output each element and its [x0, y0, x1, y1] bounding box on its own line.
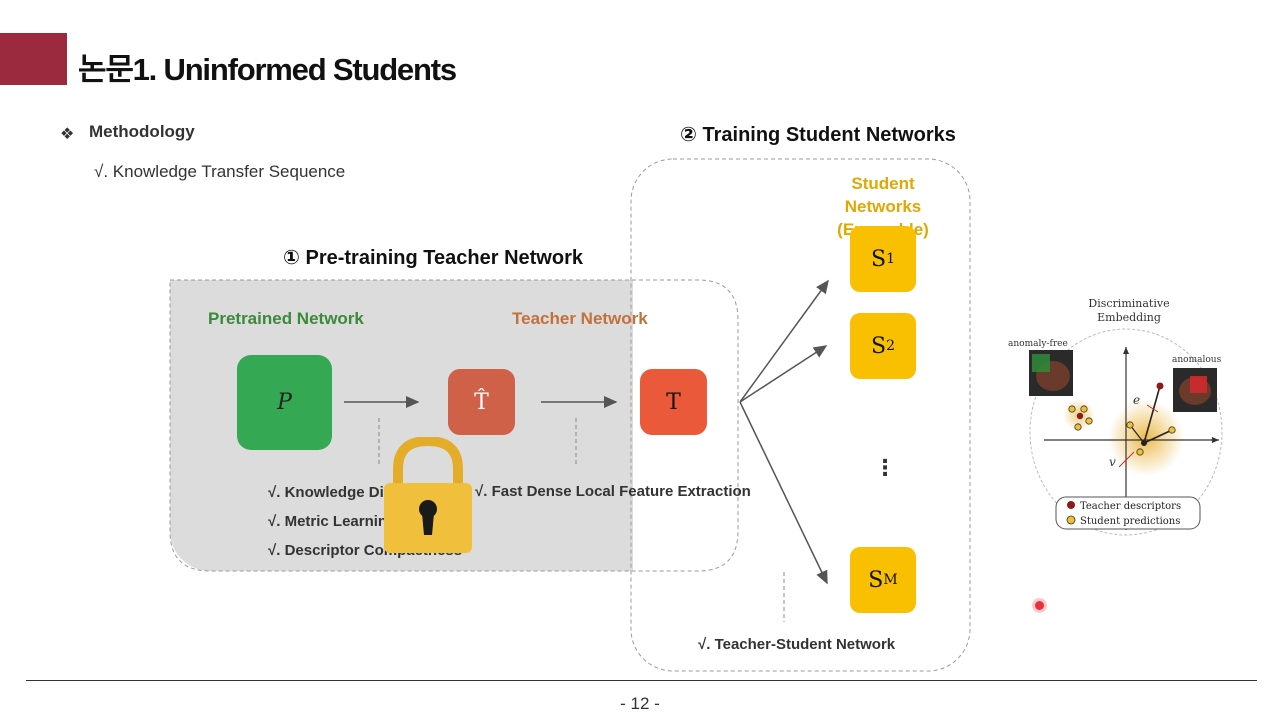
footer-divider — [26, 680, 1257, 681]
s2-sub: 2 — [886, 338, 895, 354]
stage1-dashed-frame — [169, 279, 739, 572]
s1-base: S — [871, 246, 887, 272]
axis-label-e: e — [1133, 393, 1140, 407]
slide-title: 논문1. Uninformed Students — [78, 52, 457, 87]
legend-teacher: Teacher descriptors — [1080, 501, 1181, 512]
label-anomalous: anomalous — [1172, 355, 1222, 365]
stage2-dashed-frame — [630, 158, 971, 672]
students-ellipsis: ⋮ — [874, 455, 896, 480]
knowledge-transfer-subbullet: √. Knowledge Transfer Sequence — [94, 162, 346, 181]
box-p-label: P — [277, 390, 292, 415]
pretrained-network-label: Pretrained Network — [208, 309, 364, 328]
box-t-label: T — [666, 389, 681, 415]
s1-sub: 1 — [886, 251, 895, 267]
diamond-bullet-icon: ❖ — [60, 126, 75, 143]
sm-sub: M — [883, 572, 898, 588]
lock-icon — [384, 437, 472, 553]
arrow-t-to-sm — [739, 401, 828, 585]
embedding-title-line2: Embedding — [1097, 311, 1161, 324]
arrow-t-to-s1 — [739, 279, 829, 403]
item-metric-learning: √. Metric Learning — [268, 513, 397, 530]
label-anomaly-free: anomaly-free — [1008, 339, 1068, 349]
item-fast-dense-extraction: √. Fast Dense Local Feature Extraction — [475, 483, 751, 500]
methodology-heading: Methodology — [89, 122, 195, 141]
stage1-heading: ① Pre-training Teacher Network — [283, 247, 583, 269]
legend-student: Student predictions — [1080, 516, 1180, 527]
teacher-hat-box: T̂ — [448, 369, 515, 435]
teacher-network-label: Teacher Network — [512, 309, 648, 328]
recording-indicator-icon — [1035, 601, 1044, 610]
sm-base: S — [868, 567, 884, 593]
discriminative-embedding-figure: Discriminative Embedding anomaly-free an… — [1008, 297, 1223, 536]
axis-label-v: v — [1109, 455, 1116, 469]
stage2-heading: ② Training Student Networks — [680, 124, 956, 146]
student-label-line1: Student Networks — [844, 174, 922, 216]
teacher-student-note: √. Teacher-Student Network — [698, 636, 896, 653]
box-that-label: T̂ — [474, 389, 489, 415]
pretrained-network-box: P — [237, 355, 332, 450]
title-accent-bar — [0, 33, 67, 85]
s2-base: S — [871, 333, 887, 359]
teacher-box: T — [640, 369, 707, 435]
arrow-t-to-s2 — [739, 345, 828, 403]
embedding-legend — [1055, 496, 1201, 530]
embedding-title-line1: Discriminative — [1088, 297, 1169, 310]
embedding-dashed-circle — [1029, 328, 1223, 536]
page-number: - 12 - — [620, 694, 660, 713]
